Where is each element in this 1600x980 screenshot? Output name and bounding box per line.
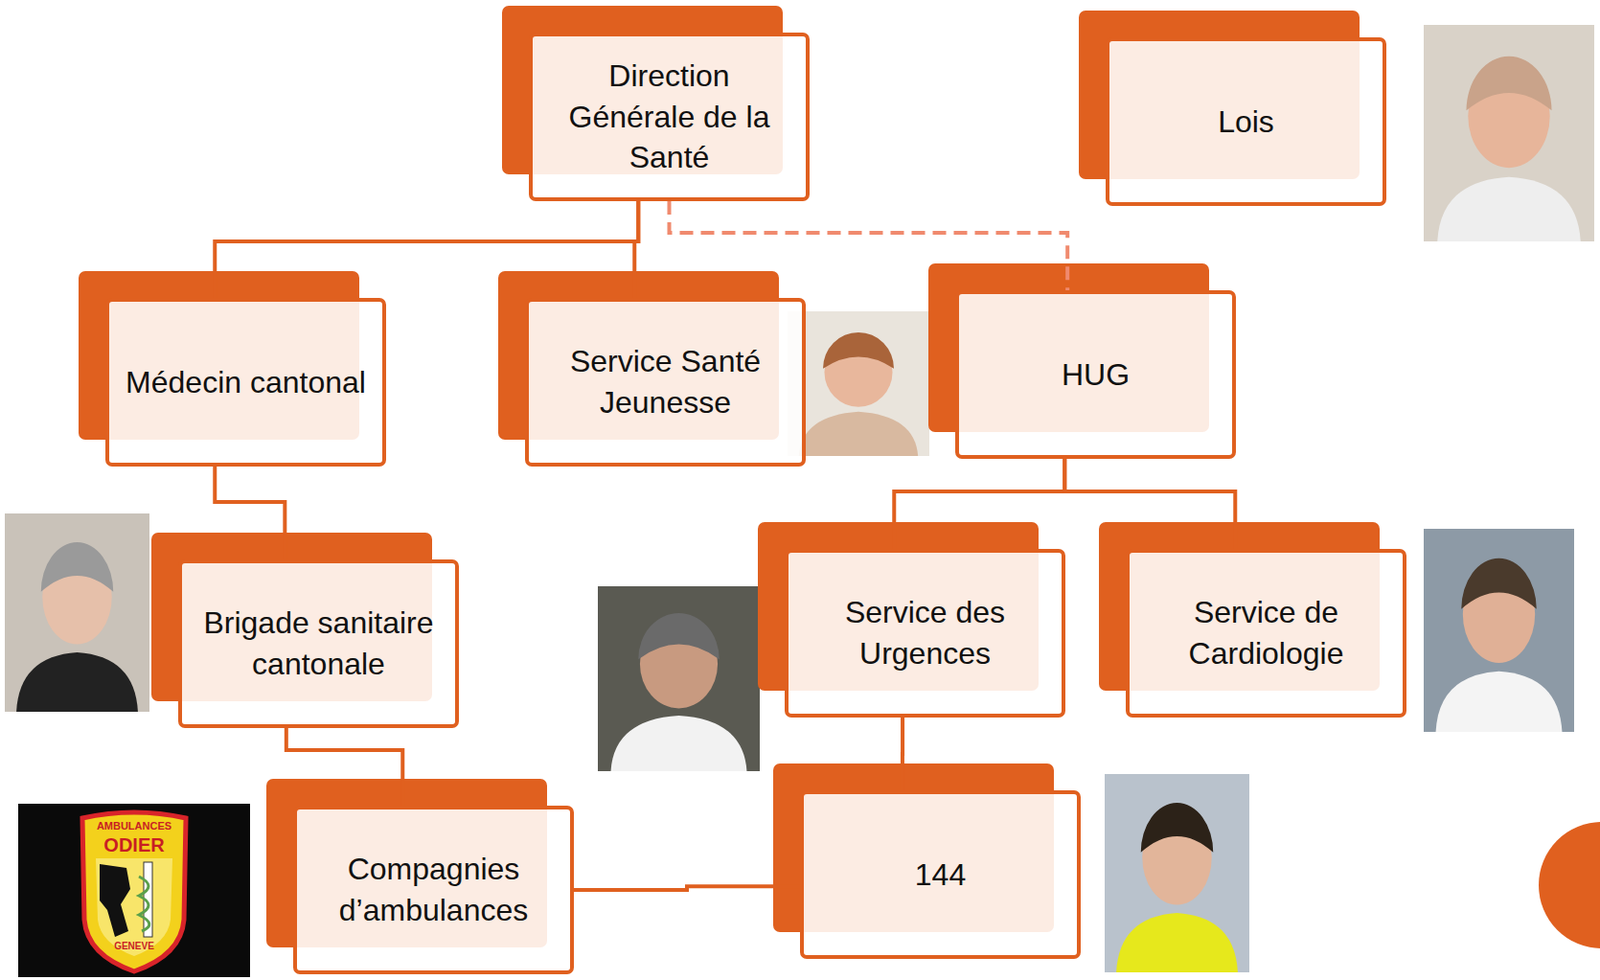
photo-hair bbox=[1461, 558, 1537, 610]
org-box: Compagnies d’ambulances bbox=[293, 805, 574, 975]
org-connector bbox=[214, 201, 639, 298]
box-label: HUG bbox=[1061, 354, 1130, 396]
decor-circle bbox=[1538, 822, 1600, 949]
org-box: Service de Cardiologie bbox=[1125, 548, 1407, 718]
org-box: Brigade sanitaire cantonale bbox=[178, 559, 459, 729]
photo-body bbox=[611, 715, 748, 772]
box-label: Médecin cantonal bbox=[125, 362, 366, 404]
photo-body bbox=[1436, 671, 1563, 732]
photo-body bbox=[799, 411, 918, 457]
photo-background bbox=[597, 586, 760, 772]
logo-eagle bbox=[99, 864, 131, 938]
org-connector bbox=[900, 717, 905, 791]
photo-hair bbox=[1141, 802, 1214, 853]
org-box: Direction Générale de la Santé bbox=[528, 32, 810, 202]
photo-background bbox=[4, 513, 150, 712]
box-label: Service Santé Jeunesse bbox=[542, 341, 789, 423]
person-photo bbox=[597, 586, 760, 772]
person-photo bbox=[4, 513, 150, 712]
photo-background bbox=[1104, 774, 1250, 973]
org-connector bbox=[669, 201, 1069, 291]
org-connector bbox=[573, 886, 800, 891]
box-label: Service des Urgences bbox=[801, 592, 1049, 674]
photo-hair bbox=[1466, 56, 1553, 112]
photo-body bbox=[1437, 177, 1581, 242]
box-label: Direction Générale de la Santé bbox=[546, 55, 793, 179]
org-connector bbox=[214, 466, 285, 560]
logo-snake bbox=[138, 876, 150, 932]
org-box: Service des Urgences bbox=[784, 548, 1066, 718]
org-box: Service Santé Jeunesse bbox=[525, 297, 806, 467]
logo-text: AMBULANCES bbox=[80, 821, 188, 832]
org-box: Lois bbox=[1105, 37, 1387, 206]
photo-hair bbox=[638, 613, 720, 660]
box-label: Lois bbox=[1217, 101, 1275, 143]
box-label: Brigade sanitaire cantonale bbox=[195, 602, 442, 685]
photo-hair bbox=[822, 332, 894, 369]
org-box: Médecin cantonal bbox=[105, 297, 387, 467]
photo-body bbox=[1116, 913, 1238, 973]
logo-text: GENEVE bbox=[100, 941, 168, 952]
logo-inner-field bbox=[95, 858, 173, 957]
logo-shield bbox=[82, 812, 186, 972]
ambulance-logo bbox=[18, 803, 251, 978]
logo-background bbox=[18, 803, 251, 978]
org-connector bbox=[893, 458, 1065, 549]
logo-text: ODIER bbox=[86, 835, 183, 855]
person-photo bbox=[787, 311, 930, 457]
photo-background bbox=[1423, 24, 1595, 242]
org-box: HUG bbox=[955, 290, 1236, 459]
person-photo bbox=[1423, 24, 1595, 242]
photo-background bbox=[787, 311, 930, 457]
org-box: 144 bbox=[800, 790, 1081, 960]
person-photo bbox=[1104, 774, 1250, 973]
photo-hair bbox=[41, 542, 115, 593]
org-connector bbox=[634, 201, 639, 298]
person-photo bbox=[1423, 528, 1575, 732]
photo-background bbox=[1423, 528, 1575, 732]
box-label: Service de Cardiologie bbox=[1142, 592, 1390, 674]
org-connector bbox=[1064, 458, 1235, 549]
org-connector bbox=[286, 728, 403, 806]
box-label: 144 bbox=[914, 854, 966, 896]
box-label: Compagnies d’ambulances bbox=[310, 848, 557, 931]
photo-body bbox=[16, 652, 138, 712]
